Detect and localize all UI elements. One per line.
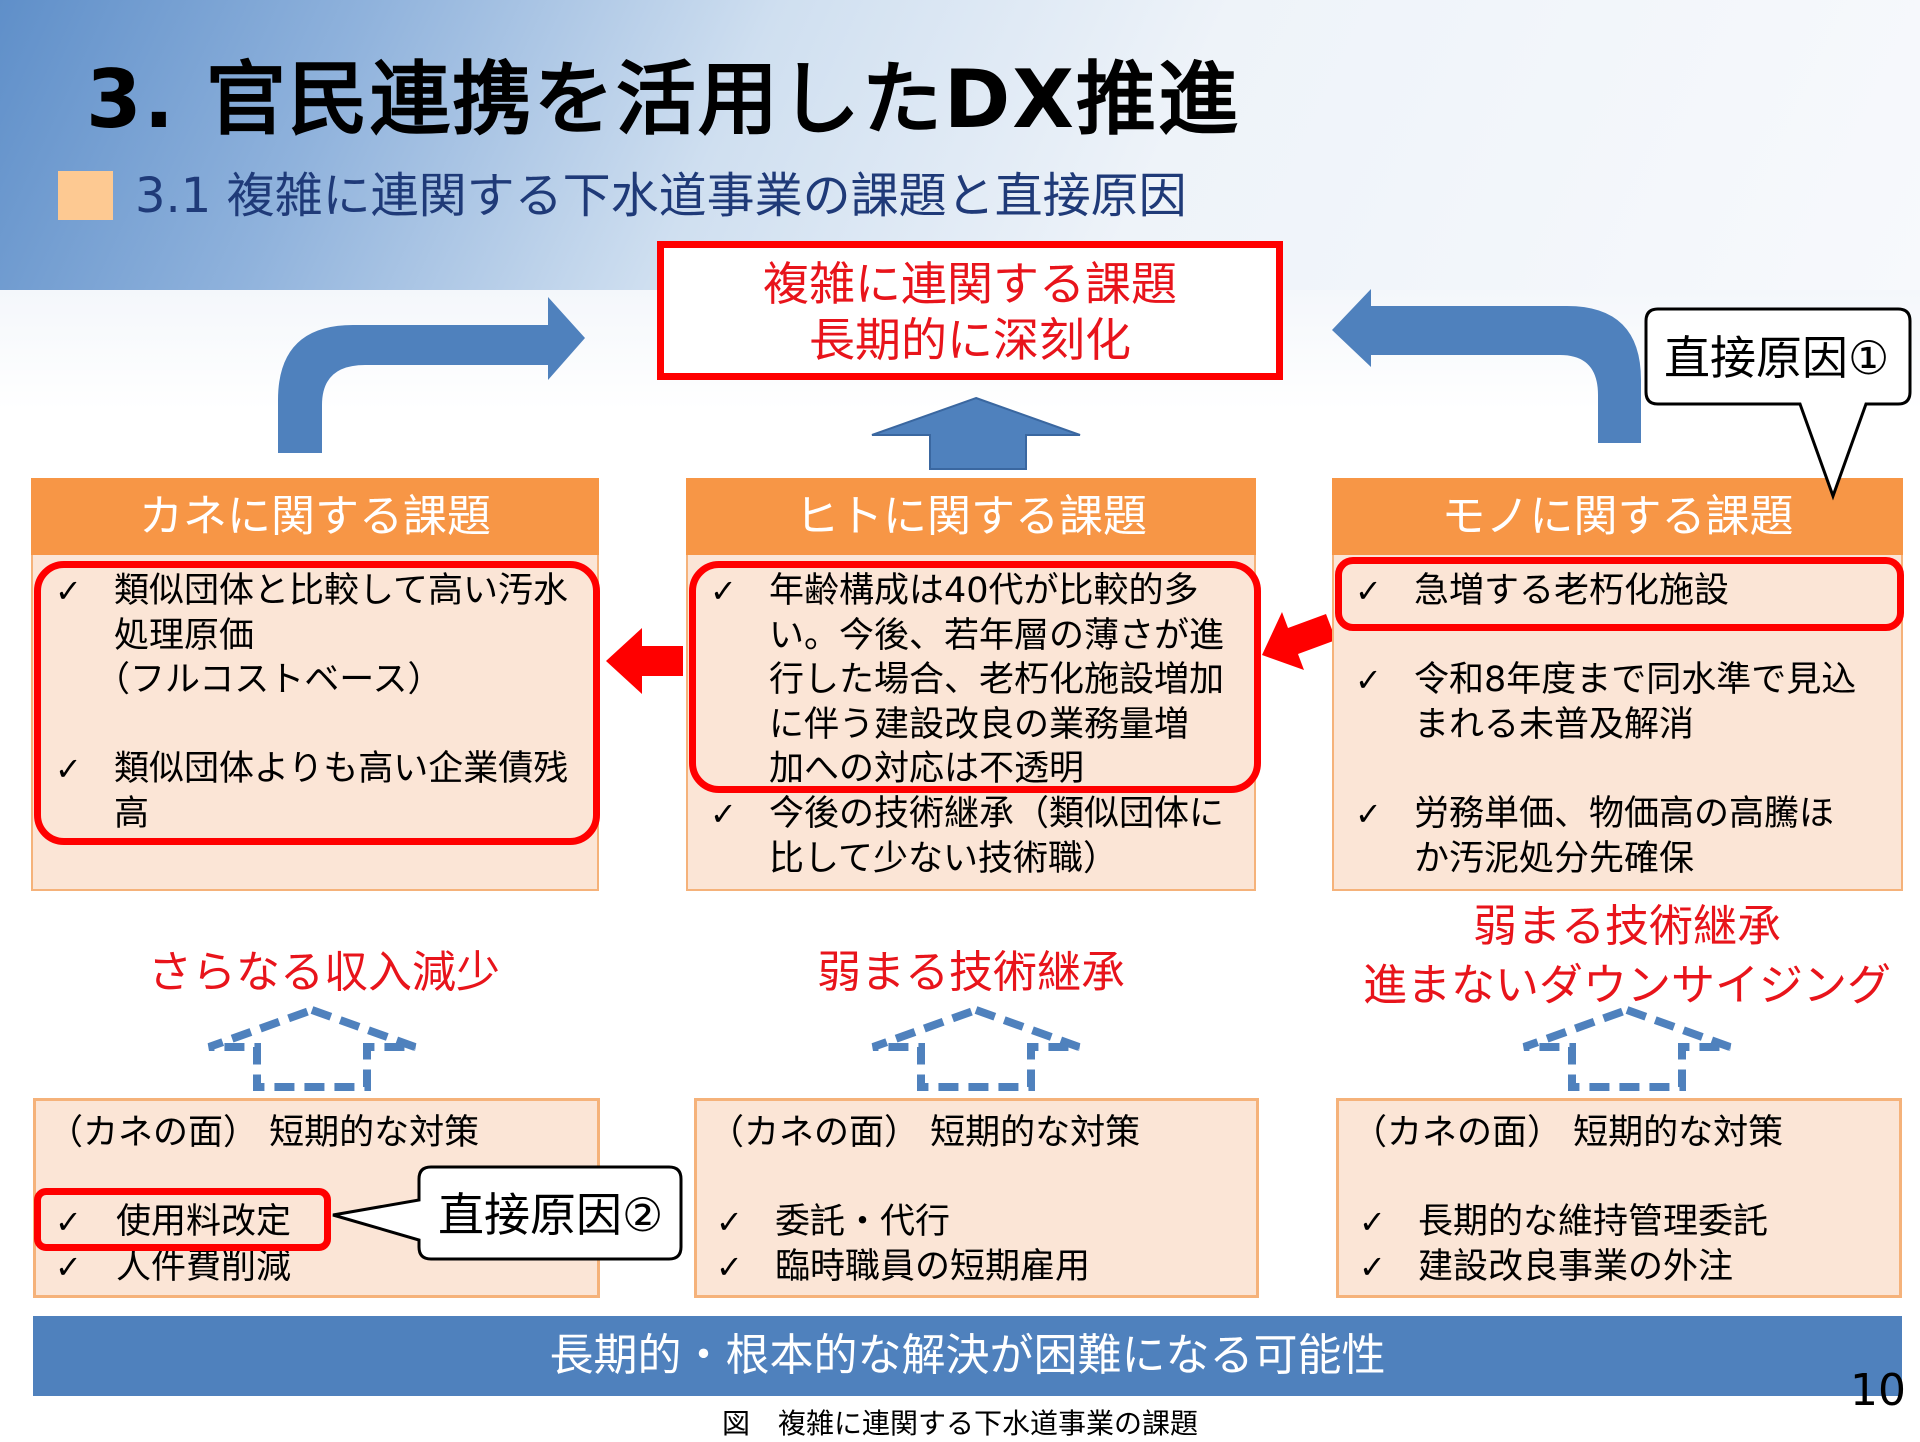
check-icon: ✓ xyxy=(55,750,82,788)
measure-item: 臨時職員の短期雇用 xyxy=(775,1247,1091,1287)
issue-line: に伴う建設改良の業務量増 xyxy=(769,705,1190,745)
measure-item: 委託・代行 xyxy=(775,1202,951,1242)
measures-things xyxy=(1336,1098,1902,1298)
conclusion-bar: 長期的・根本的な解決が困難になる可能性 xyxy=(33,1316,1902,1396)
body-things xyxy=(1332,555,1903,891)
issue-line: 高 xyxy=(114,794,150,834)
figure-caption: 図 複雑に連関する下水道事業の課題 xyxy=(721,1407,1198,1440)
issue-line: 今後の技術継承（類似団体に xyxy=(769,794,1225,834)
highlight-money xyxy=(34,561,600,845)
callout-cause-1: 直接原因① xyxy=(1664,331,1890,385)
red-arrow-left-icon xyxy=(606,628,683,694)
check-icon: ✓ xyxy=(710,795,737,833)
check-icon: ✓ xyxy=(716,1248,743,1286)
check-icon: ✓ xyxy=(1355,661,1382,699)
issue-line: 急増する老朽化施設 xyxy=(1414,571,1730,611)
up-arrow-icon xyxy=(871,396,1081,470)
check-icon: ✓ xyxy=(1355,572,1382,610)
highlight-people xyxy=(689,561,1261,793)
check-icon: ✓ xyxy=(1359,1203,1386,1241)
result-things-2: 進まないダウンサイジング xyxy=(1363,960,1891,1011)
issue-line: （フルコストベース） xyxy=(95,660,443,700)
issue-line: い。今後、若年層の薄さが進 xyxy=(769,616,1225,656)
issue-line: 令和8年度まで同水準で見込 xyxy=(1414,660,1857,700)
body-people xyxy=(686,555,1256,891)
measure-item: 建設改良事業の外注 xyxy=(1418,1247,1734,1287)
bent-arrow-left-icon xyxy=(278,297,585,453)
header-things: モノに関する課題 xyxy=(1332,478,1903,555)
issue-line: 行した場合、老朽化施設増加 xyxy=(769,660,1225,700)
result-things-1: 弱まる技術継承 xyxy=(1473,901,1781,952)
highlight-things xyxy=(1335,557,1904,631)
header-people: ヒトに関する課題 xyxy=(686,478,1256,555)
issue-line: 類似団体よりも高い企業債残 xyxy=(114,749,569,789)
issue-line: 処理原価 xyxy=(114,616,255,656)
issue-line: 年齢構成は40代が比較的多 xyxy=(769,571,1199,611)
result-money: さらなる収入減少 xyxy=(148,947,500,998)
callout-cause-2: 直接原因② xyxy=(438,1188,664,1242)
dashed-up-arrow-icon xyxy=(871,1005,1081,1091)
measure-item: 使用料改定 xyxy=(116,1202,292,1242)
body-money xyxy=(31,555,599,891)
measures-heading: （カネの面） 短期的な対策 xyxy=(709,1113,1141,1153)
check-icon: ✓ xyxy=(716,1203,743,1241)
check-icon: ✓ xyxy=(55,1203,82,1241)
measure-item: 人件費削減 xyxy=(116,1247,292,1287)
check-icon: ✓ xyxy=(1359,1248,1386,1286)
bent-arrow-right-icon xyxy=(1332,289,1641,443)
dashed-up-arrow-icon xyxy=(207,1005,417,1091)
highlight-fee-revision xyxy=(34,1188,331,1251)
issue-line: 類似団体と比較して高い汚水 xyxy=(114,571,568,611)
dashed-up-arrow-icon xyxy=(1522,1005,1732,1091)
measures-heading: （カネの面） 短期的な対策 xyxy=(48,1113,480,1153)
slide-title: 3. 官民連携を活用したDX推進 xyxy=(86,53,1240,146)
central-issue-box: 複雑に連関する課題 長期的に深刻化 xyxy=(657,241,1283,380)
page-number: 10 xyxy=(1850,1365,1906,1416)
check-icon: ✓ xyxy=(1355,795,1382,833)
header-money: カネに関する課題 xyxy=(31,478,599,555)
issue-line: 加への対応は不透明 xyxy=(769,749,1085,789)
central-issue-line1: 複雑に連関する課題 xyxy=(763,257,1177,311)
issue-line: 比して少ない技術職） xyxy=(769,839,1118,879)
measure-item: 長期的な維持管理委託 xyxy=(1418,1202,1769,1242)
measures-heading: （カネの面） 短期的な対策 xyxy=(1352,1113,1784,1153)
check-icon: ✓ xyxy=(55,1248,82,1286)
result-people: 弱まる技術継承 xyxy=(817,947,1125,998)
section-subtitle: 3.1 複雑に連関する下水道事業の課題と直接原因 xyxy=(135,168,1187,224)
central-issue-line2: 長期的に深刻化 xyxy=(809,313,1131,367)
measures-people xyxy=(694,1098,1259,1298)
issue-line: まれる未普及解消 xyxy=(1414,705,1695,745)
red-arrow-diagonal-icon xyxy=(1262,612,1336,670)
subtitle-marker xyxy=(58,171,113,220)
issue-line: 労務単価、物価高の高騰ほ xyxy=(1414,794,1835,834)
issue-line: か汚泥処分先確保 xyxy=(1414,839,1695,879)
